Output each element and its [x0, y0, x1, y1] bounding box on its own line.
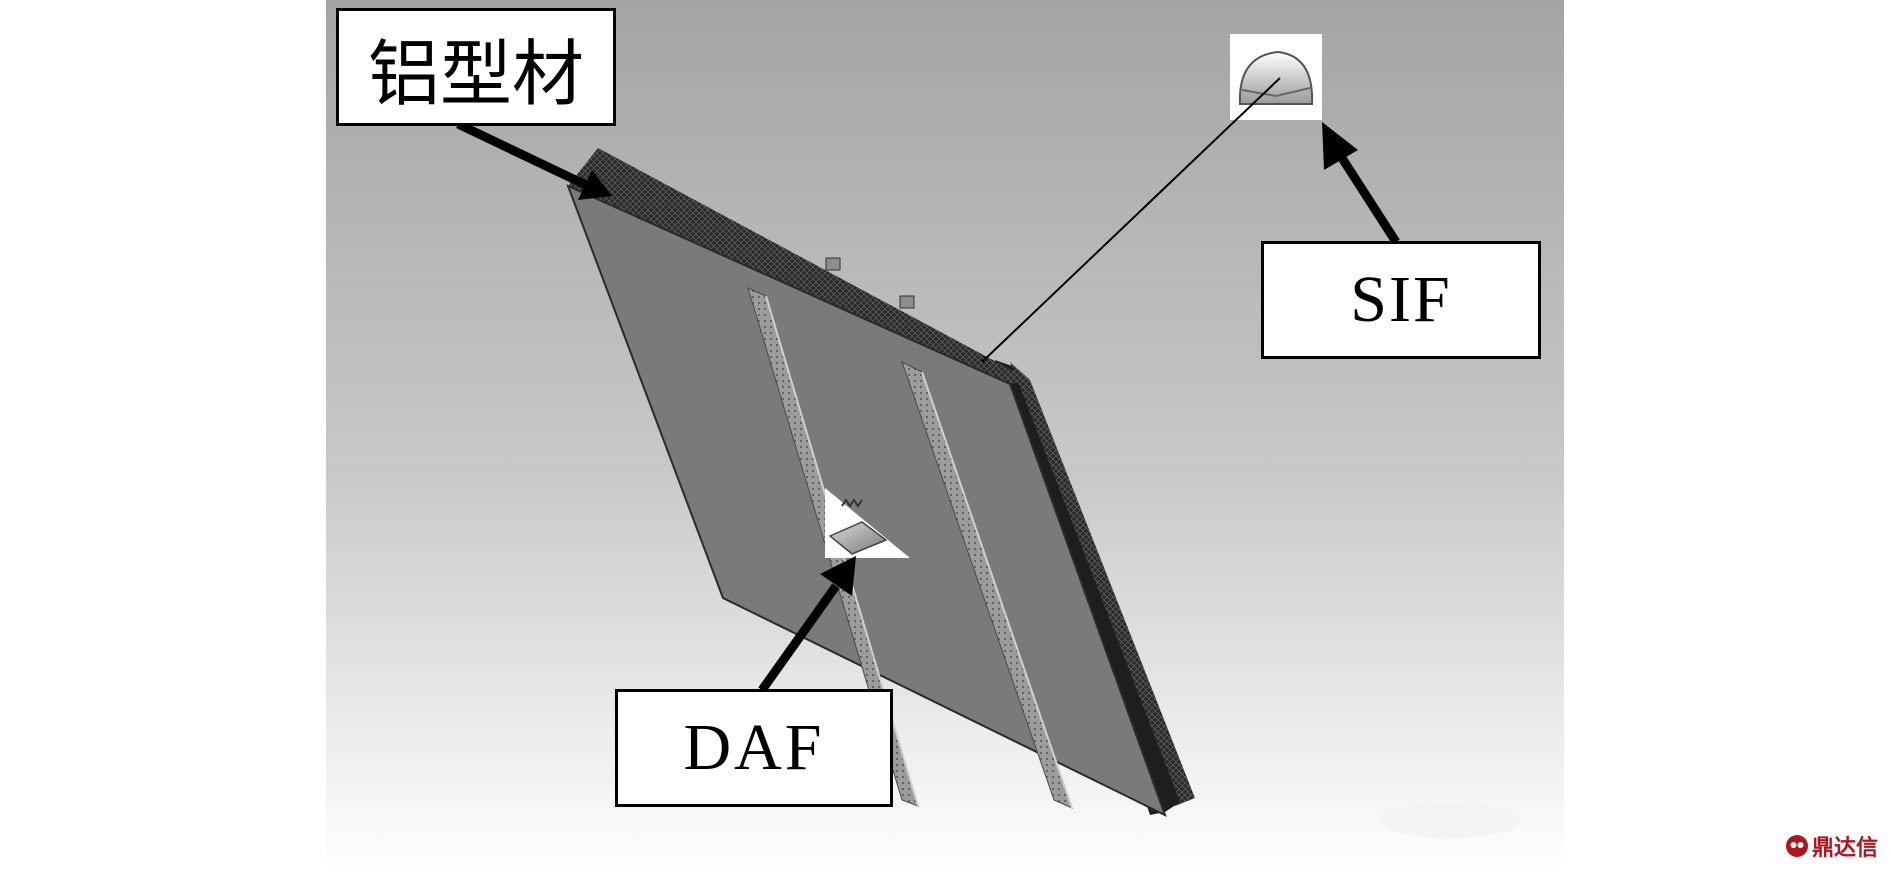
top-fitting-2: [899, 295, 915, 309]
label-daf-text: DAF: [683, 711, 825, 784]
stiffener-right-shadow: [921, 371, 1073, 809]
arrow-daf: [758, 556, 856, 693]
panel-top-edge: [568, 148, 1030, 384]
label-sif-text: SIF: [1350, 263, 1452, 336]
sif-leader-line: [981, 77, 1281, 363]
watermark-logo-icon: [1785, 835, 1808, 857]
label-sif: SIF: [1261, 241, 1541, 359]
watermark-text: 鼎达信: [1811, 836, 1878, 861]
label-daf: DAF: [615, 689, 893, 807]
label-aluminum-profile-text: 铝型材: [367, 34, 584, 115]
panel-right-edge: [1010, 362, 1195, 806]
sif-dome-rim: [1241, 87, 1311, 98]
watermark: 鼎达信: [1785, 830, 1878, 862]
label-aluminum-profile: 铝型材: [336, 8, 616, 126]
bg-speck: [1380, 802, 1520, 838]
arrow-sif: [1322, 122, 1400, 245]
daf-spring-icon: [841, 498, 863, 508]
arrow-aluminum: [456, 119, 612, 200]
top-fitting-1: [825, 257, 841, 271]
daf-plate-icon: [828, 521, 888, 555]
